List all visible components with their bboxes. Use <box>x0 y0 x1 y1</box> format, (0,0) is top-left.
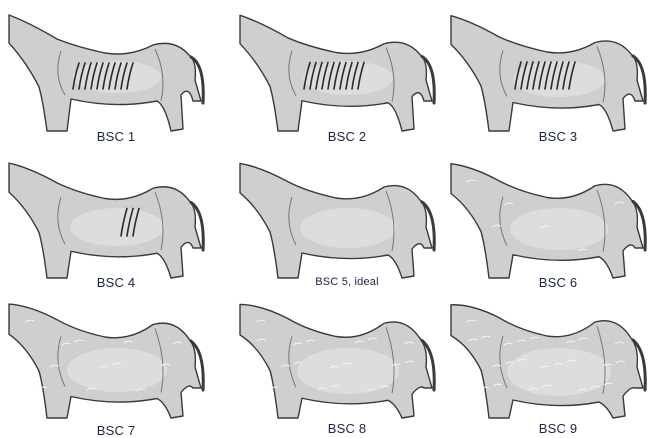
barrel-highlight <box>510 208 608 250</box>
panel-label-bsc-9: BSC 9 <box>447 421 668 436</box>
barrel-highlight <box>507 348 611 396</box>
panel-label-bsc-2: BSC 2 <box>236 129 458 144</box>
panel-bsc-8: BSC 8 <box>236 292 458 437</box>
panel-bsc-2: BSC 2 <box>236 5 458 150</box>
panel-bsc-4: BSC 4 <box>5 152 227 297</box>
panel-bsc-1: BSC 1 <box>5 5 227 150</box>
barrel-highlight <box>70 208 164 246</box>
panel-label-bsc-6: BSC 6 <box>447 275 668 290</box>
panel-label-bsc-8: BSC 8 <box>236 421 458 436</box>
barrel-highlight <box>67 348 167 392</box>
horse-illustration-bsc-8 <box>236 292 458 437</box>
panel-label-bsc-3: BSC 3 <box>447 129 668 144</box>
panel-bsc-5: BSC 5, ideal <box>236 152 458 297</box>
barrel-highlight <box>300 208 396 248</box>
panel-bsc-9: BSC 9 <box>447 292 668 437</box>
panel-bsc-6: BSC 6 <box>447 152 668 297</box>
panel-label-bsc-1: BSC 1 <box>5 129 227 144</box>
panel-label-bsc-5: BSC 5, ideal <box>236 276 458 288</box>
panel-label-bsc-4: BSC 4 <box>5 275 227 290</box>
panel-bsc-7: BSC 7 <box>5 292 227 437</box>
panel-bsc-3: BSC 3 <box>447 5 668 150</box>
barrel-highlight <box>297 348 399 394</box>
horse-illustration-bsc-7 <box>5 292 227 437</box>
horse-illustration-bsc-9 <box>447 292 668 437</box>
